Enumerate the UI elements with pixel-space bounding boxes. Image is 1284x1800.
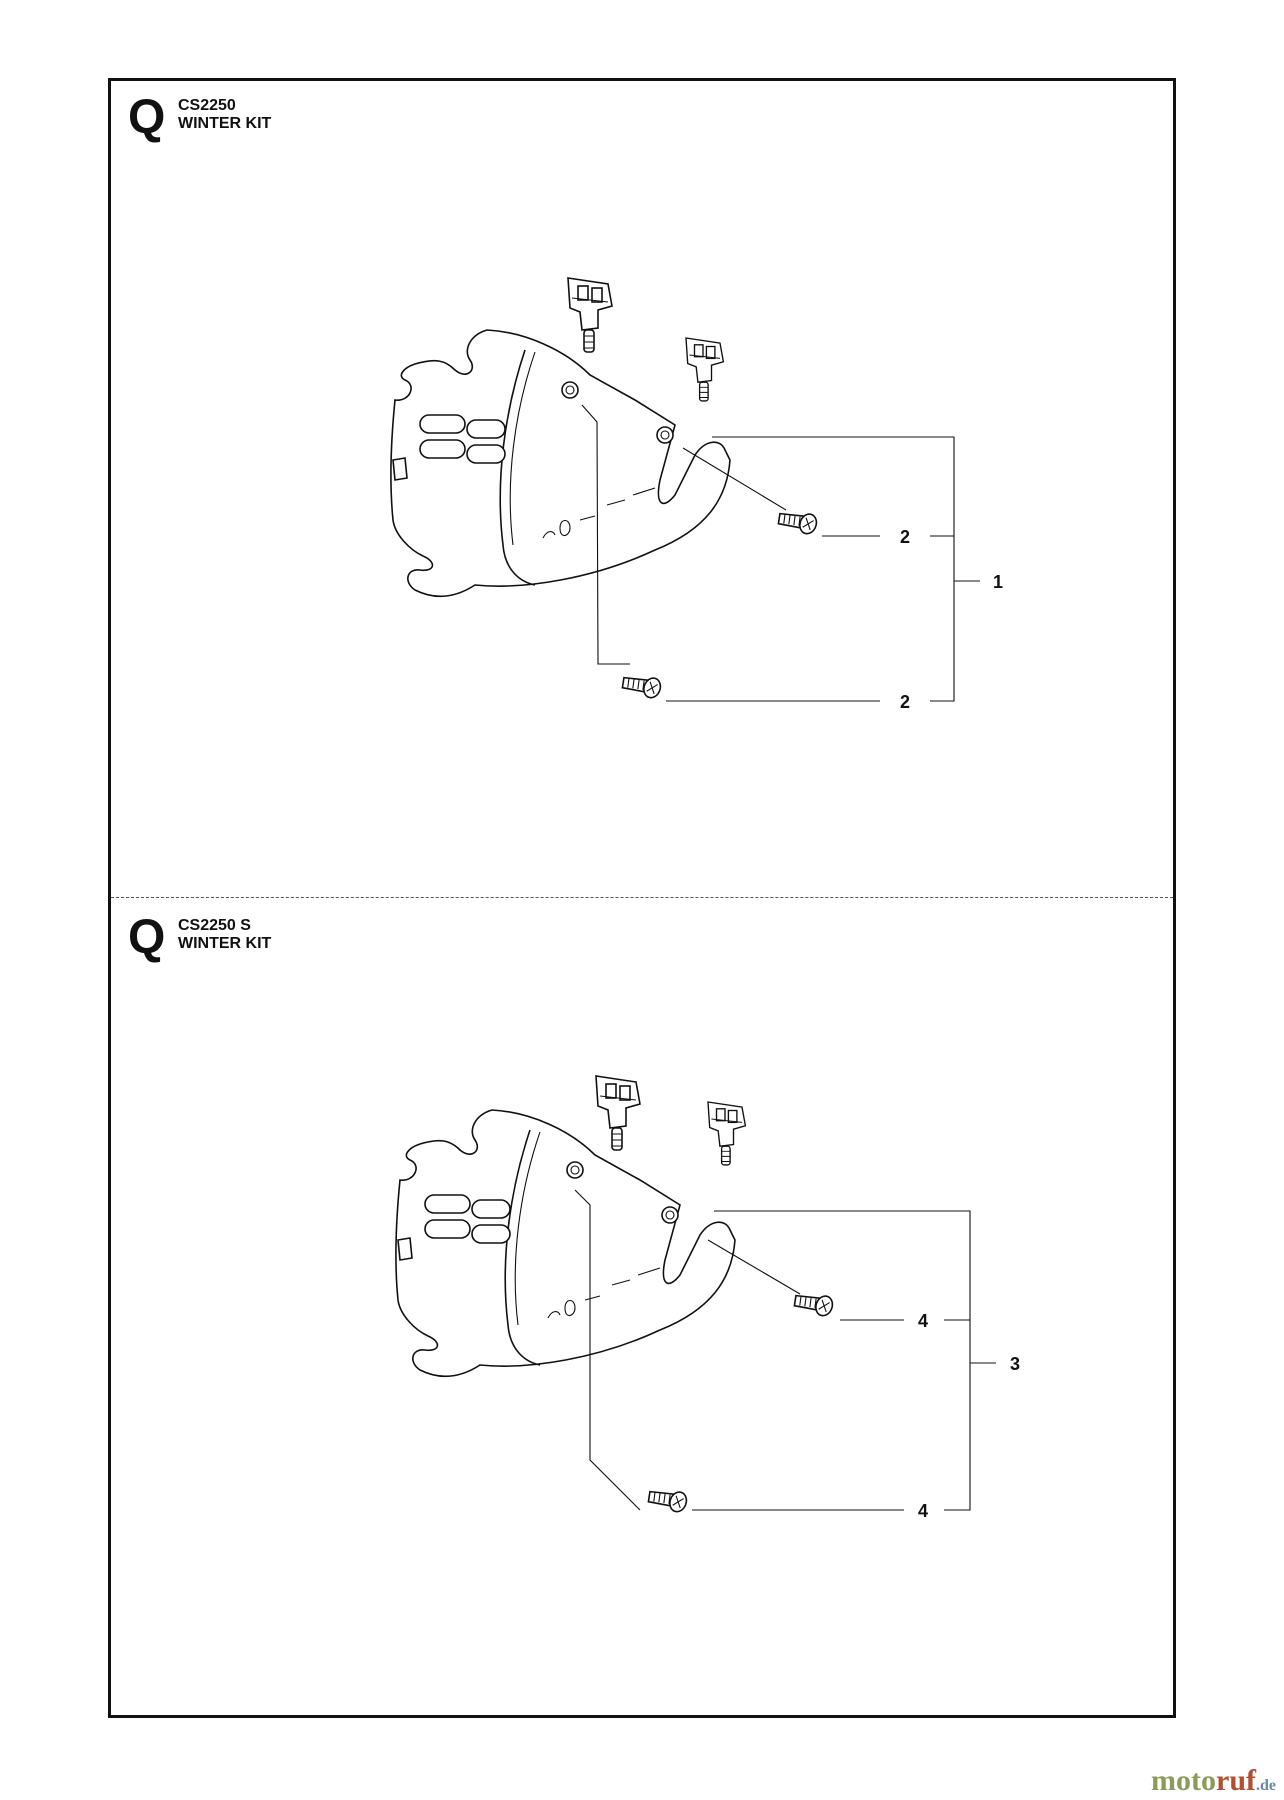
leader-line xyxy=(682,447,787,511)
screw xyxy=(619,667,664,701)
callout-screw-bottom: 2 xyxy=(900,692,910,712)
page-frame xyxy=(108,78,1176,1718)
winter-cover xyxy=(395,1109,736,1378)
leader-line xyxy=(574,1189,641,1511)
callout-screw-top: 2 xyxy=(900,527,910,547)
callout-assembly: 3 xyxy=(1010,1354,1020,1374)
section-letter: Q xyxy=(128,91,166,144)
site-watermark: motoruf.de xyxy=(1151,1764,1276,1797)
section-header-2: Q CS2250 S WINTER KIT xyxy=(128,911,272,964)
screw xyxy=(791,1285,836,1319)
connector-plug xyxy=(707,1101,747,1166)
connector-plug xyxy=(685,337,725,402)
bracket xyxy=(712,436,980,702)
connector-plug xyxy=(595,1075,641,1151)
model-name: CS2250 S xyxy=(178,917,251,934)
callout-screw-top: 4 xyxy=(918,1311,928,1331)
kit-title: WINTER KIT xyxy=(178,115,272,132)
screw xyxy=(645,1481,690,1515)
section-divider xyxy=(111,897,1173,898)
screw xyxy=(775,503,820,537)
kit-title: WINTER KIT xyxy=(178,935,272,952)
winter-cover xyxy=(390,329,731,598)
callout-assembly: 1 xyxy=(993,572,1003,592)
section-letter: Q xyxy=(128,911,166,964)
leader-line xyxy=(581,404,630,665)
connector-plug xyxy=(567,277,613,353)
model-name: CS2250 xyxy=(178,97,236,114)
bracket xyxy=(714,1210,996,1511)
leader-line xyxy=(707,1239,801,1295)
section-header-1: Q CS2250 WINTER KIT xyxy=(128,91,272,144)
callout-screw-bottom: 4 xyxy=(918,1501,928,1521)
